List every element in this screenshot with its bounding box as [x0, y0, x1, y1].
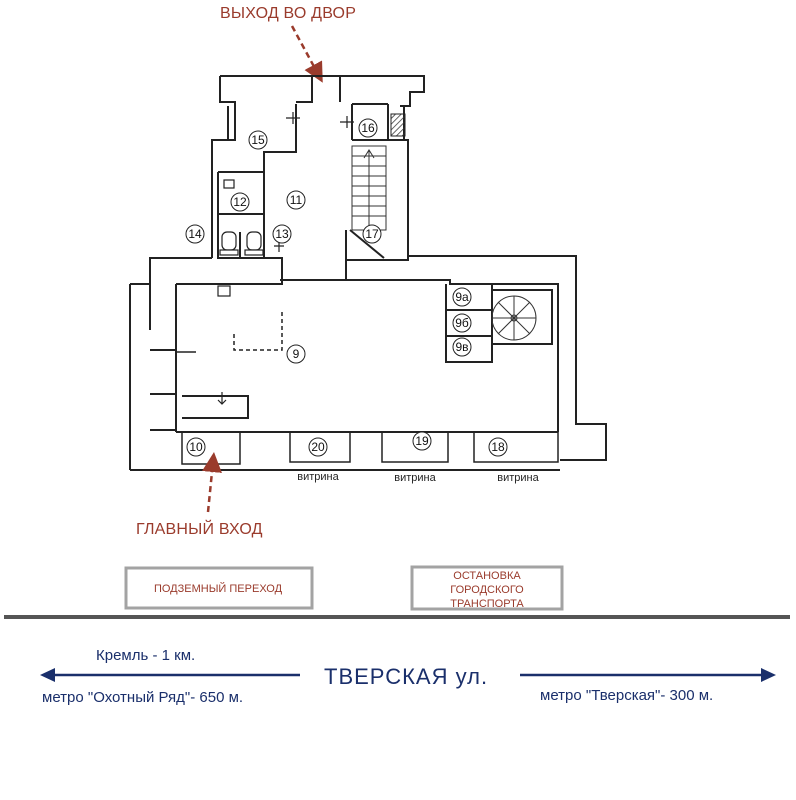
entrance-arrow — [202, 452, 222, 513]
upper-walls — [211, 75, 425, 284]
main-walls — [129, 255, 607, 471]
room-10: 10 — [189, 440, 203, 454]
spiral-staircase — [491, 295, 537, 341]
room-11: 11 — [290, 193, 303, 207]
bus-stop-line1: ОСТАНОВКА — [453, 570, 521, 582]
arrow-left — [40, 668, 300, 682]
room-markers — [185, 118, 508, 457]
room-15: 15 — [251, 133, 265, 147]
room-9a: 9а — [455, 290, 469, 304]
hatched-column — [390, 113, 406, 137]
room-9v: 9в — [455, 340, 468, 354]
kremlin-distance: Кремль - 1 км. — [96, 647, 195, 664]
showcase-label-1: витрина — [297, 471, 339, 483]
showcase-label-2: витрина — [394, 472, 436, 484]
room-20: 20 — [311, 440, 325, 454]
showcase-label-3: витрина — [497, 472, 539, 484]
underpass-label: ПОДЗЕМНЫЙ ПЕРЕХОД — [154, 582, 283, 595]
exit-yard-label: ВЫХОД ВО ДВОР — [220, 5, 356, 22]
arrow-right — [520, 668, 776, 682]
door-mark-lower — [217, 392, 227, 405]
bus-stop-line3: ТРАНСПОРТА — [450, 598, 524, 610]
bus-stop-box — [410, 565, 564, 611]
room-12: 12 — [233, 195, 247, 209]
room-19: 19 — [415, 434, 429, 448]
underpass-box — [124, 566, 314, 610]
room-18: 18 — [491, 440, 505, 454]
street-name: ТВЕРСКАЯ ул. — [324, 664, 488, 689]
showcase-windows — [181, 431, 559, 465]
room-14: 14 — [188, 227, 202, 241]
room-9: 9 — [293, 347, 300, 361]
room-16: 16 — [361, 121, 375, 135]
metro-right-distance: метро "Тверская"- 300 м. — [540, 687, 713, 704]
room-13: 13 — [275, 227, 289, 241]
staircase — [351, 145, 387, 231]
main-entrance-label: ГЛАВНЫЙ ВХОД — [136, 519, 263, 538]
bus-stop-line2: ГОРОДСКОГО — [450, 584, 524, 596]
exit-arrow — [290, 25, 323, 83]
partition-dashed — [233, 310, 283, 351]
room-17: 17 — [365, 227, 379, 241]
toilet-fixtures — [217, 179, 264, 297]
metro-left-distance: метро "Охотный Ряд"- 650 м. — [42, 689, 243, 706]
room-9b: 9б — [455, 316, 469, 330]
